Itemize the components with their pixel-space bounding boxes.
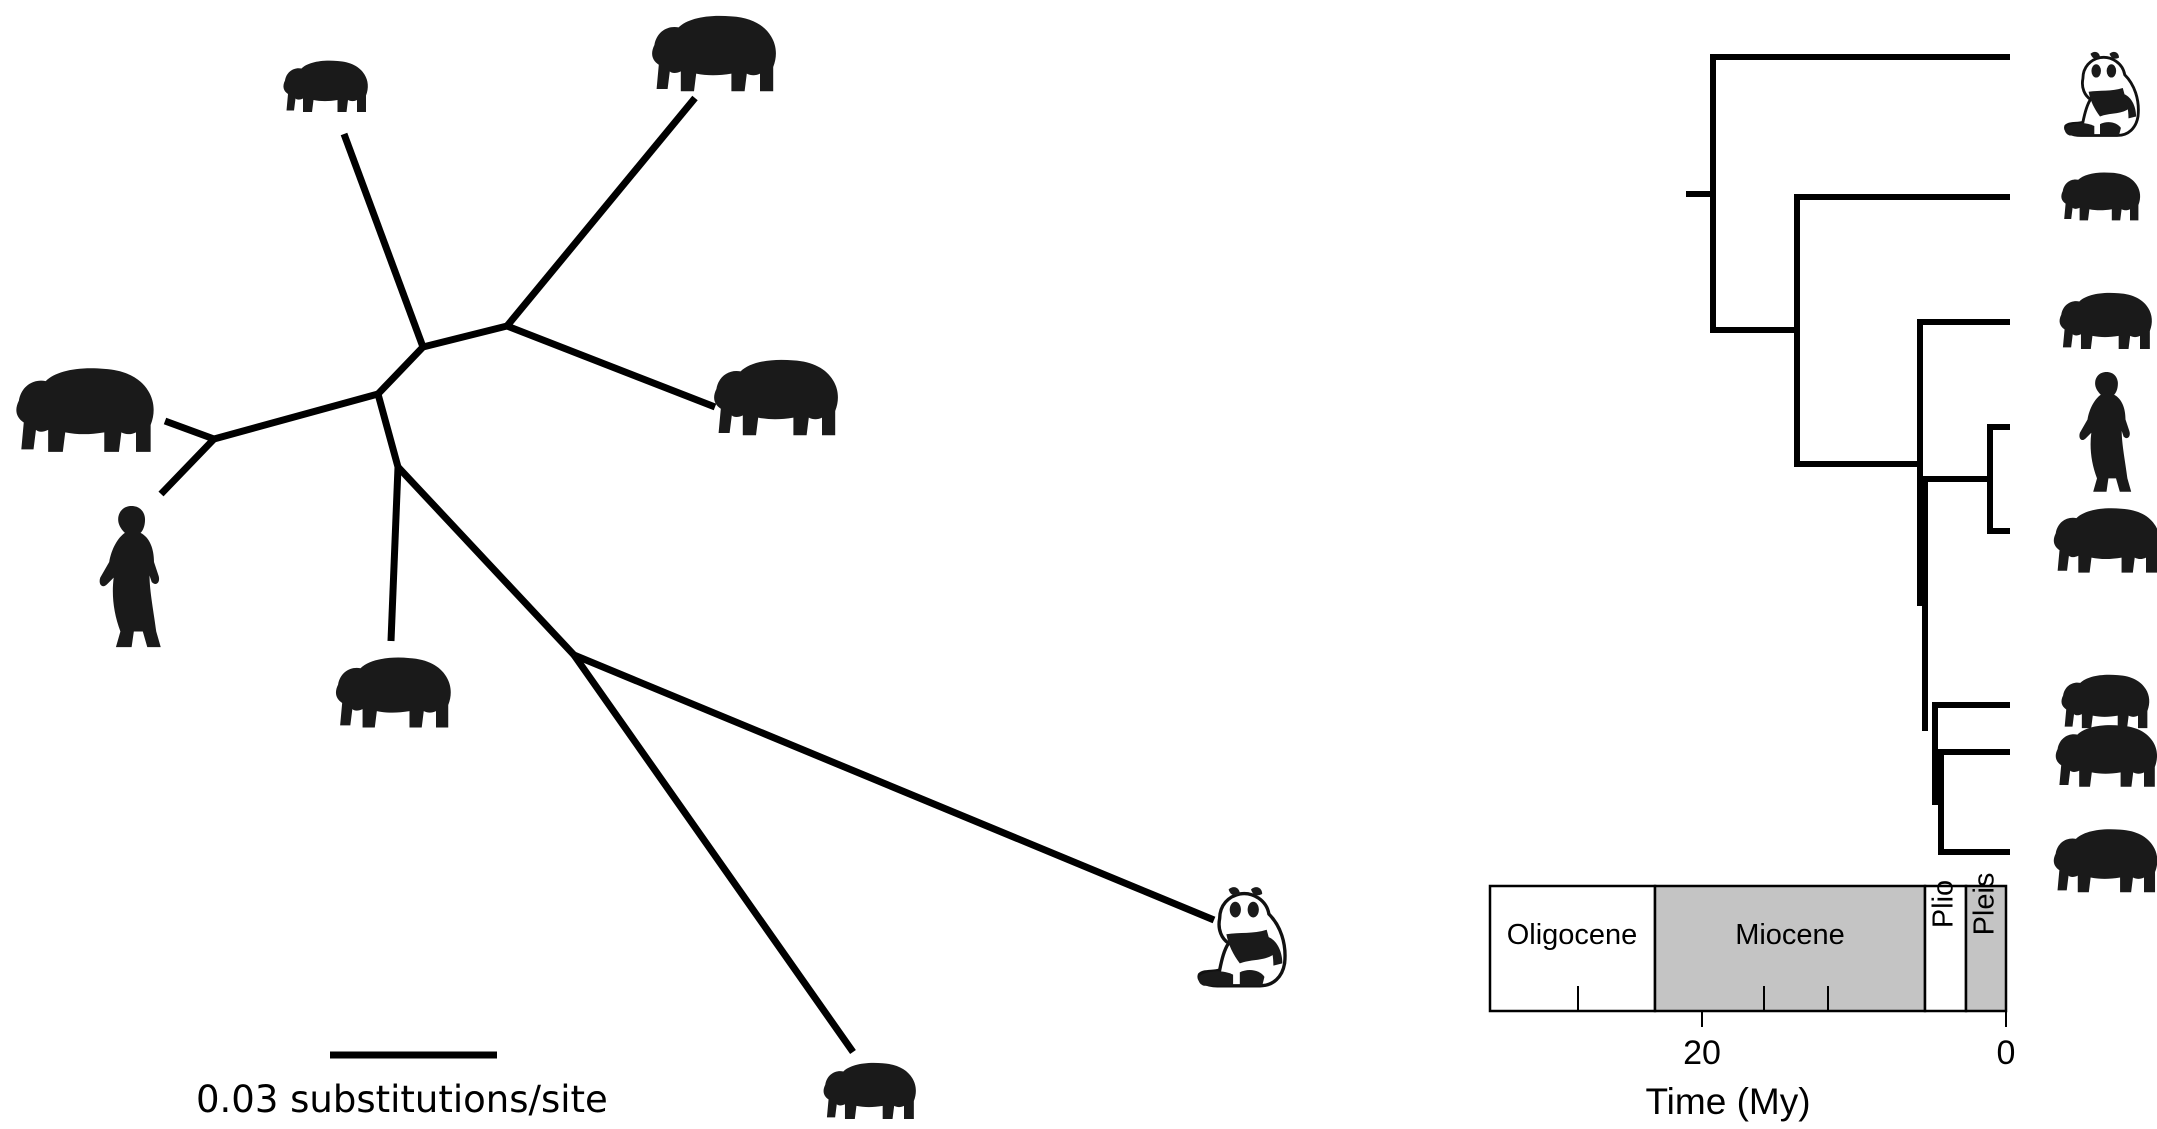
epoch-pleistocene	[1964, 884, 2008, 1013]
sloth-bear-icon	[2059, 292, 2152, 350]
time-axis-tick-label-0: 0	[1997, 1034, 2016, 1072]
epoch-label-miocene: Miocene	[1735, 919, 1845, 951]
scale-bar-label: 0.03 substitutions/site	[196, 1078, 608, 1121]
time-axis-label: Time (My)	[1645, 1081, 1810, 1122]
branch-center-a	[422, 322, 508, 351]
epoch-label-plio: Plio	[1928, 880, 1960, 928]
epoch-label-oligocene: Oligocene	[1507, 919, 1638, 951]
epoch-oligocene	[1488, 884, 1657, 1013]
branch-panda	[572, 651, 1216, 924]
epoch-miocene	[1653, 884, 1927, 1013]
asiatic-black-bear-icon	[714, 359, 838, 436]
branch-center-c	[213, 390, 379, 443]
branch-upper-right	[504, 95, 698, 329]
time-axis-tick-label-20: 20	[1683, 1034, 1721, 1072]
branch-brown	[158, 436, 217, 497]
giant-panda-icon	[2063, 50, 2140, 137]
geologic-timescale: Oligocene Miocene Plio Pleis 20 0 Time (…	[1488, 873, 2016, 1122]
american-black-bear-icon	[652, 15, 776, 92]
unrooted-tree: 0.03 substitutions/site	[16, 15, 1287, 1121]
asiatic-black-bear-icon	[2053, 829, 2157, 893]
branch-center-d	[374, 393, 402, 468]
giant-panda-icon	[1196, 885, 1287, 988]
polar-bear-icon	[16, 368, 154, 452]
branch-upper-left	[340, 132, 427, 349]
branch-spectacled	[571, 652, 856, 1055]
branch-center-b	[375, 344, 426, 397]
standing-brown-bear-icon	[99, 506, 161, 648]
standing-brown-bear-icon	[2079, 372, 2132, 492]
polar-bear-icon	[2053, 508, 2157, 573]
time-tree: Oligocene Miocene Plio Pleis 20 0 Time (…	[1488, 50, 2157, 1122]
american-black-bear-icon	[2055, 725, 2157, 787]
epoch-pliocene	[1923, 884, 1968, 1013]
branch-polar	[163, 417, 216, 443]
branch-lower	[395, 464, 577, 658]
spectacled-bear-icon	[2061, 172, 2141, 221]
branch-sloth	[387, 466, 402, 642]
sun-bear-icon	[283, 60, 368, 112]
sloth-bear-icon	[335, 657, 451, 728]
sun-bear-icon	[2061, 674, 2150, 729]
branch-right-mid	[505, 322, 717, 411]
epoch-label-pleis: Pleis	[1969, 873, 2001, 936]
spectacled-bear-icon	[823, 1062, 916, 1120]
